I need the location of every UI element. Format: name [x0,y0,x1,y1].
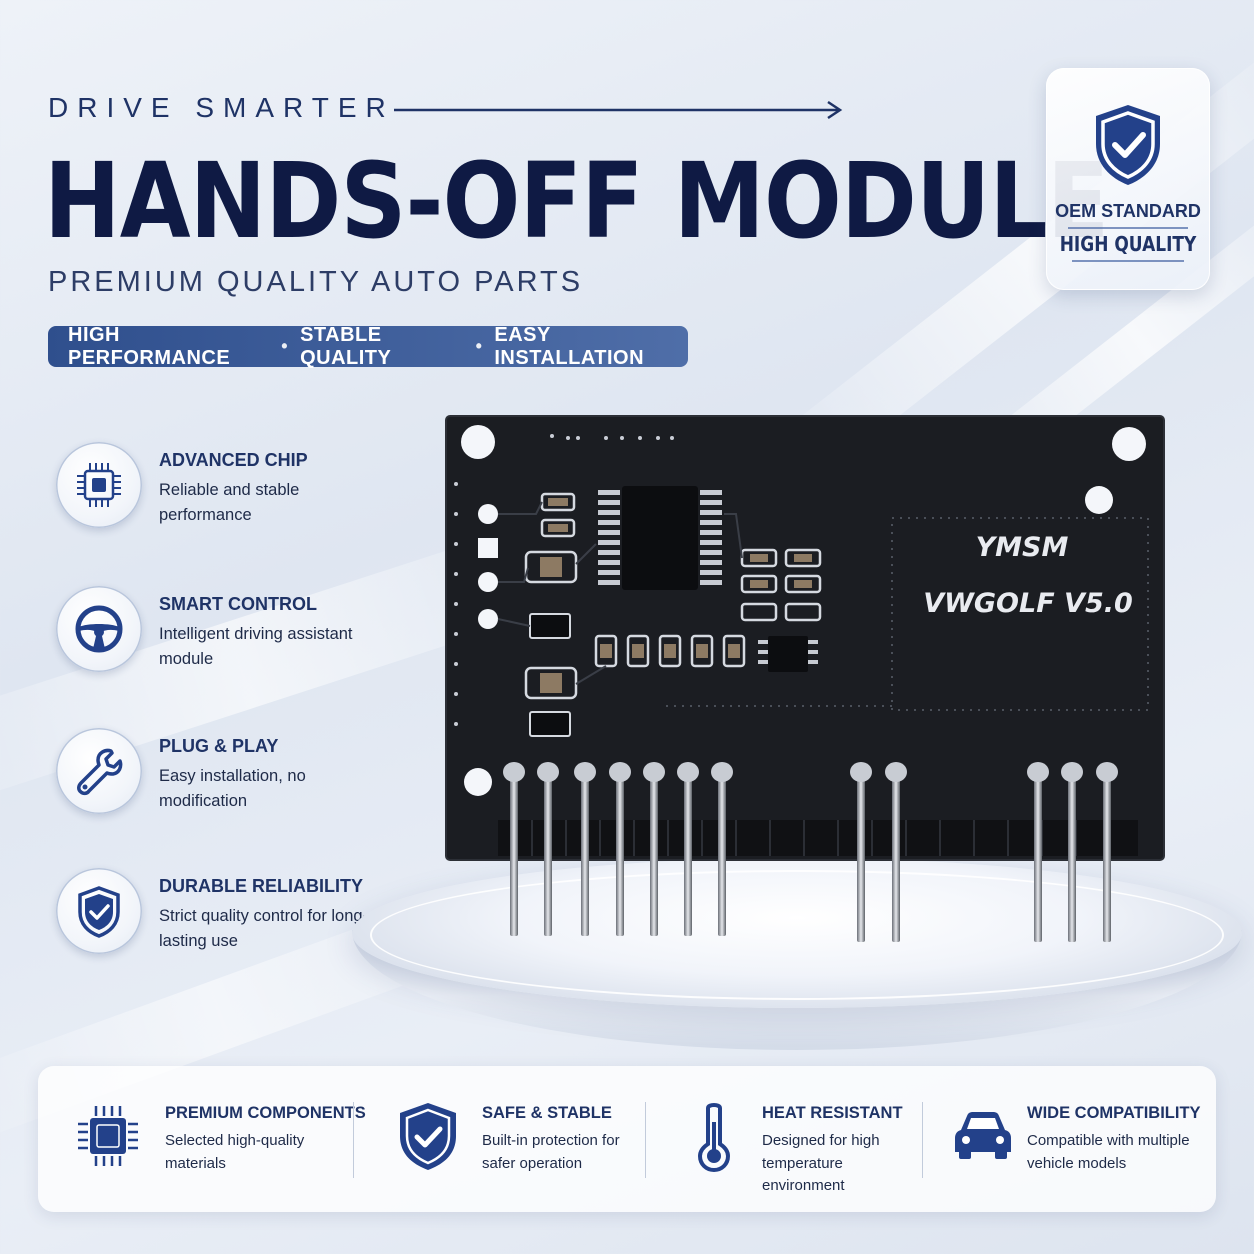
product-pcb: YMSM VWGOLF V5.0 [436,414,1166,944]
pill-separator: • [475,336,483,356]
feature-desc: Reliable and stable performance [159,481,300,524]
highlights-pill: HIGH PERFORMANCE • STABLE QUALITY • EASY… [48,323,688,369]
bottom-feature-desc: Built-in protection for safer operation [482,1132,620,1172]
bottom-feature-desc: Compatible with multiple vehicle models [1027,1132,1190,1172]
bottom-feature-desc: Designed for high temperature environmen… [762,1132,880,1194]
feature-title: ADVANCED CHIP [159,450,308,470]
shield-check-icon [78,886,120,938]
feature-desc: Easy installation, no modification [159,767,306,810]
pill-separator: • [281,336,289,356]
badge-divider [1068,227,1188,229]
processor-icon [78,1106,138,1166]
pill-item: EASY INSTALLATION [494,323,645,369]
pcb-model-label: VWGOLF V5.0 [923,588,1133,619]
car-icon [955,1112,1011,1159]
pedestal-highlight [370,870,1224,1000]
kicker-text: DRIVE SMARTER [48,92,395,123]
bottom-feature-item: PREMIUM COMPONENTS Selected high-quality… [38,1066,366,1212]
pill-item: STABLE QUALITY [300,323,392,369]
feature-icon-ring [56,442,142,528]
feature-item: SMART CONTROL Intelligent driving assist… [56,586,376,676]
pcb-board-image: YMSM VWGOLF V5.0 [445,415,1165,942]
badge-line1: OEM STANDARD [1055,201,1201,221]
pill-item: HIGH PERFORMANCE [68,323,231,369]
steering-wheel-icon [75,605,123,653]
subtitle: PREMIUM QUALITY AUTO PARTS [48,266,584,298]
feature-title: SMART CONTROL [159,594,317,614]
shield-check-icon [400,1103,456,1170]
feature-item: DURABLE RELIABILITY Strict quality contr… [56,868,376,958]
badge-line2: HIGH QUALITY [1059,232,1197,256]
bottom-feature-title: PREMIUM COMPONENTS [165,1104,366,1122]
feature-item: ADVANCED CHIP Reliable and stable perfor… [56,442,376,532]
bottom-feature-title: WIDE COMPATIBILITY [1027,1104,1201,1122]
page-title: HANDS-OFF MODULE [44,140,1109,262]
feature-desc: Intelligent driving assistant module [159,625,353,668]
feature-desc: Strict quality control for long-lasting … [159,907,369,950]
bottom-feature-item: WIDE COMPATIBILITY Compatible with multi… [923,1066,1216,1212]
bottom-feature-item: HEAT RESISTANT Designed for high tempera… [646,1066,922,1212]
thermometer-icon [697,1103,731,1172]
badge-divider [1072,260,1184,262]
feature-icon-ring [56,586,142,672]
bottom-features-bar: PREMIUM COMPONENTS Selected high-quality… [38,1066,1216,1212]
wrench-icon [77,748,123,796]
chip-icon [77,463,121,507]
divider [645,1102,646,1178]
arrow-right-icon [394,100,843,120]
feature-item: PLUG & PLAY Easy installation, no modifi… [56,728,376,818]
feature-icon-ring [56,728,142,814]
bottom-feature-title: HEAT RESISTANT [762,1104,903,1122]
bottom-feature-item: SAFE & STABLE Built-in protection for sa… [354,1066,646,1212]
bottom-feature-desc: Selected high-quality materials [165,1132,305,1172]
feature-title: PLUG & PLAY [159,736,279,756]
feature-icon-ring [56,868,142,954]
feature-title: DURABLE RELIABILITY [159,876,363,896]
divider [353,1102,354,1178]
shield-check-icon [1096,105,1160,185]
divider [922,1102,923,1178]
oem-badge: OEM STANDARD HIGH QUALITY [1046,68,1210,290]
pcb-brand-label: YMSM [976,532,1069,563]
bottom-feature-title: SAFE & STABLE [482,1104,612,1122]
